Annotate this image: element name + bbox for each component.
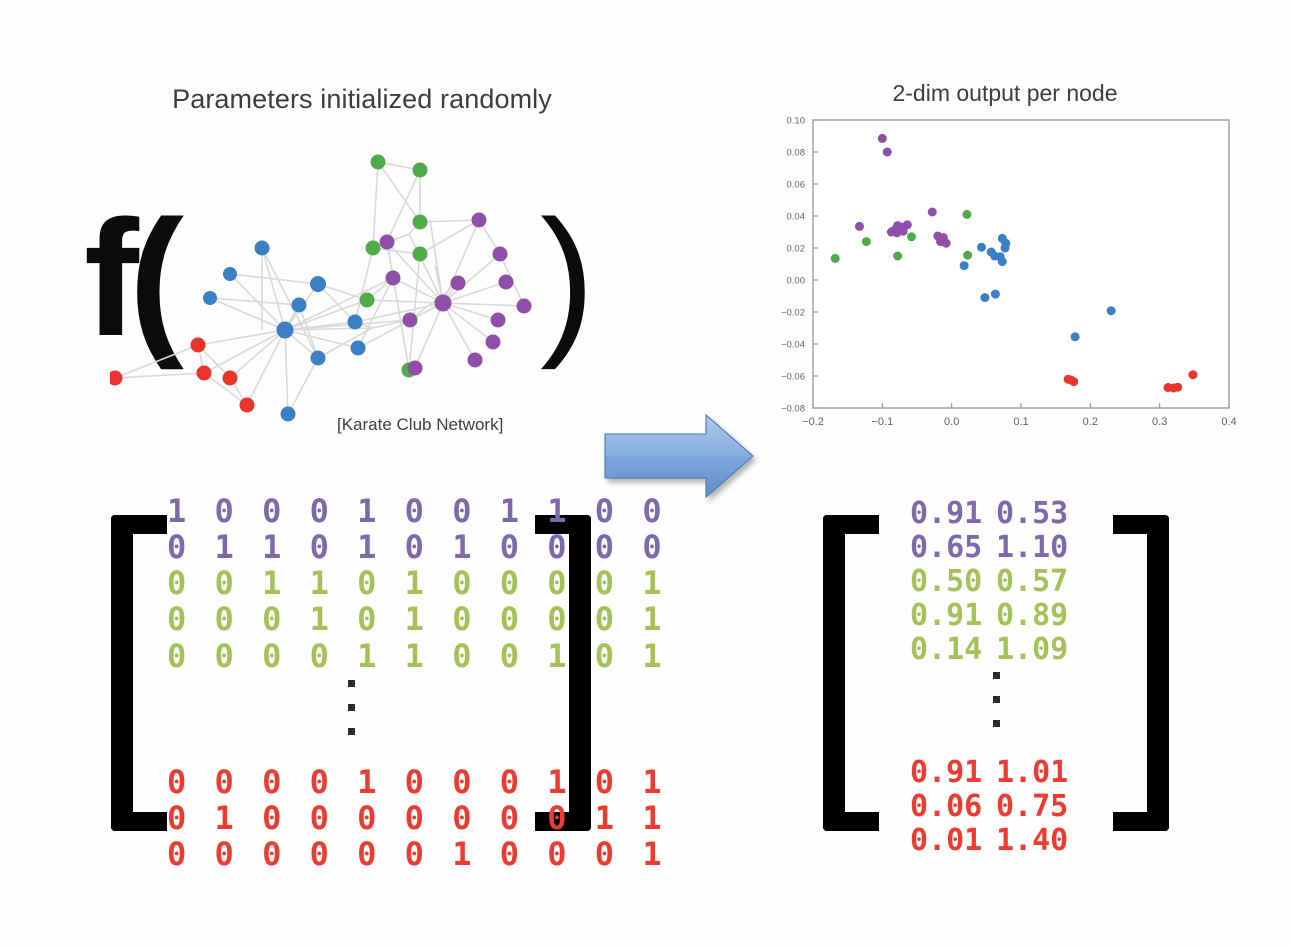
scatter-series-green <box>830 209 973 263</box>
scatter-point <box>962 209 972 219</box>
scatter-point <box>927 207 937 217</box>
output-matrix-cell: 0.91 <box>910 597 983 633</box>
input-matrix-right-bracket <box>535 515 591 831</box>
y-tick-label: −0.02 <box>781 308 805 319</box>
output-matrix-row: 0.65 1.10 <box>879 529 1113 565</box>
output-matrix-row: 0.91 0.53 <box>879 497 1113 531</box>
scatter-series-blue <box>959 233 1116 342</box>
input-matrix-row: 0 0 0 0 1 1 0 0 1 0 1 <box>167 636 667 675</box>
right-arrow <box>600 412 760 509</box>
scatter-point <box>893 251 903 261</box>
function-open-symbol: f( <box>84 186 184 370</box>
output-matrix-cell: 1.01 <box>996 755 1069 791</box>
plot-frame <box>812 119 1230 409</box>
output-matrix-row: 0.50 0.57 <box>879 563 1113 599</box>
y-tick-label: 0.00 <box>787 276 806 287</box>
output-matrix-cell: 0.14 <box>910 631 983 667</box>
scatter-point <box>990 289 1000 299</box>
scatter-point <box>1000 243 1010 253</box>
scatter-point <box>1173 382 1183 392</box>
input-matrix-row: 1 0 0 0 1 0 0 1 1 0 0 <box>167 492 667 530</box>
y-tick-label: 0.08 <box>787 148 806 159</box>
scatter-point <box>1070 332 1080 342</box>
scatter-point <box>1069 377 1079 387</box>
input-matrix-row: 0 0 1 1 0 1 0 0 0 0 1 <box>167 564 667 603</box>
output-matrix-cell: 1.10 <box>996 529 1069 565</box>
scatter-point <box>882 147 892 157</box>
output-embedding-matrix: 0.91 0.53 0.65 1.10 0.50 0.57 0.91 0.89 0.14 1.09… <box>823 497 1169 858</box>
function-close-symbol: ) <box>540 186 595 370</box>
output-matrix-row: 0.01 1.40 <box>879 824 1113 858</box>
x-tick-label: 0.2 <box>1083 416 1098 428</box>
scatter-series-purple <box>854 133 951 248</box>
input-matrix-row: 0 0 0 1 0 1 0 0 0 0 1 <box>167 600 667 639</box>
y-tick-label: 0.02 <box>787 244 806 255</box>
output-matrix-cell: 0.91 <box>910 496 983 531</box>
karate-club-network-graph <box>110 130 580 430</box>
left-panel-title: Parameters initialized randomly <box>172 84 552 114</box>
output-matrix-row: 0.14 1.09 <box>879 631 1113 667</box>
scatter-point <box>877 133 887 143</box>
input-matrix-left-bracket <box>111 515 167 831</box>
output-matrix-cell: 0.89 <box>996 597 1069 633</box>
y-tick-label: −0.08 <box>781 404 805 415</box>
scatter-point <box>906 232 916 242</box>
output-matrix-cell: 0.91 <box>910 755 983 791</box>
input-matrix-row: 0 0 0 0 0 0 1 0 0 0 1 <box>167 835 667 874</box>
output-matrix-cell: 0.57 <box>996 563 1069 599</box>
scatter-point <box>1106 306 1116 316</box>
y-tick-label: 0.06 <box>787 180 806 191</box>
output-matrix-left-bracket <box>823 515 879 831</box>
karate-club-caption: [Karate Club Network] <box>337 415 504 434</box>
output-matrix-row: 0.06 0.75 <box>879 790 1113 824</box>
x-tick-label: −0.2 <box>802 416 824 428</box>
y-tick-label: −0.06 <box>781 372 805 383</box>
scatter-point <box>830 253 840 263</box>
input-matrix-row: 0 1 1 0 1 0 1 0 0 0 0 <box>167 528 667 567</box>
output-matrix-cell: 0.50 <box>910 563 983 599</box>
scatter-point <box>976 242 986 252</box>
scatter-point <box>997 257 1007 267</box>
scatter-point <box>959 261 969 271</box>
output-matrix-ellipsis <box>879 666 1113 756</box>
x-tick-label: 0.4 <box>1221 416 1236 428</box>
scatter-series-red <box>1063 370 1198 393</box>
output-matrix-right-bracket <box>1113 515 1169 831</box>
output-matrix-cell: 0.75 <box>996 789 1069 825</box>
scatter-point <box>898 226 908 236</box>
scatter-point <box>980 293 990 303</box>
y-tick-label: 0.04 <box>787 212 806 223</box>
output-matrix-rows: 0.91 0.53 0.65 1.10 0.50 0.57 0.91 0.89 0.14 1.09… <box>879 497 1113 858</box>
output-matrix-cell: 0.65 <box>910 529 983 565</box>
scatter-point <box>941 238 951 248</box>
output-matrix-cell: 0.06 <box>910 789 983 825</box>
input-matrix-row: 0 1 0 0 0 0 0 0 0 1 1 <box>167 798 667 837</box>
x-tick-label: −0.1 <box>871 416 893 428</box>
x-tick-label: 0.1 <box>1013 416 1028 428</box>
y-tick-label: 0.10 <box>787 116 806 127</box>
scatter-point <box>1188 370 1198 380</box>
scatter-point <box>963 250 973 260</box>
input-matrix-row: 0 0 0 0 1 0 0 0 1 0 1 <box>167 762 667 801</box>
output-matrix-cell: 1.09 <box>996 631 1069 667</box>
output-matrix-cell: 0.01 <box>910 823 983 859</box>
x-tick-label: 0.3 <box>1152 416 1167 428</box>
input-matrix-ellipsis <box>167 674 535 764</box>
x-tick-label: 0.0 <box>944 416 959 428</box>
scatter-point <box>861 237 871 247</box>
output-matrix-row: 0.91 0.89 <box>879 597 1113 633</box>
scatter-point <box>854 221 864 231</box>
y-tick-label: −0.04 <box>781 340 805 351</box>
output-matrix-row: 0.91 1.01 <box>879 756 1113 790</box>
output-matrix-cell: 0.53 <box>996 496 1069 531</box>
output-matrix-cell: 1.40 <box>996 823 1069 859</box>
scatter-plot: −0.08 −0.06 −0.04 −0.02 0.00 0.02 0.04 0.06 0.08… <box>757 112 1237 442</box>
plot-title: 2-dim output per node <box>892 80 1118 106</box>
